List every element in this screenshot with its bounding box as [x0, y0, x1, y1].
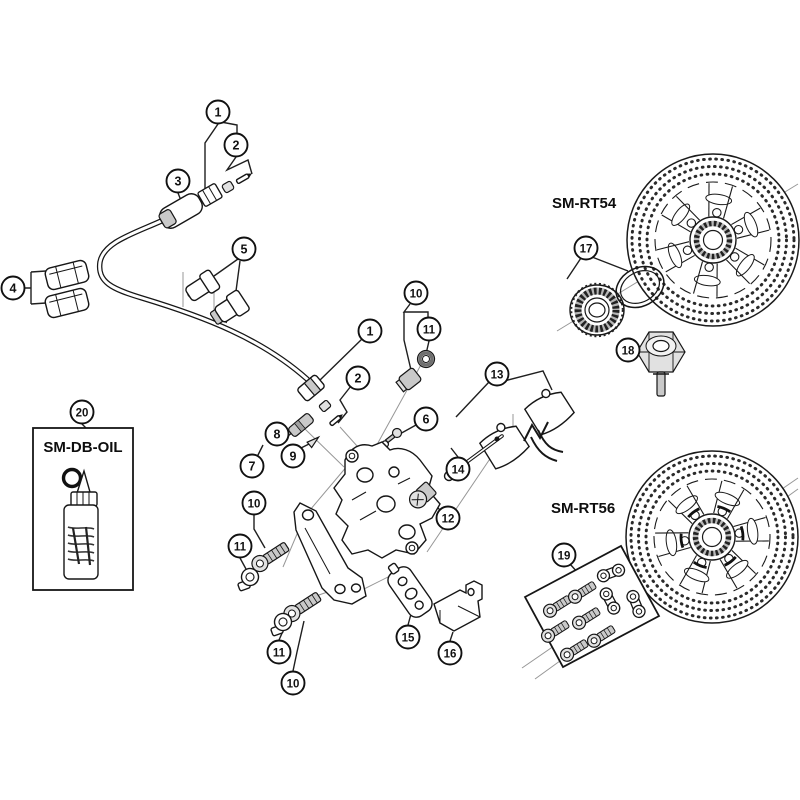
svg-text:1: 1 — [367, 324, 374, 338]
banjo-fittings — [185, 269, 250, 325]
callout-10: 10 — [241, 490, 267, 516]
rotor-bolt — [571, 607, 601, 630]
svg-text:3: 3 — [175, 174, 182, 188]
rotor-link-plate — [626, 589, 646, 619]
lock-ring — [569, 282, 625, 338]
callout-19: 19 — [551, 542, 577, 568]
rotor-bolt — [586, 625, 616, 648]
callout-1: 1 — [205, 99, 231, 125]
svg-text:1: 1 — [215, 105, 222, 119]
svg-text:10: 10 — [410, 288, 423, 300]
svg-text:11: 11 — [234, 541, 247, 553]
svg-text:17: 17 — [580, 243, 593, 255]
callout-12: 12 — [435, 505, 461, 531]
connecting-insert — [235, 173, 252, 185]
callout-8: 8 — [264, 421, 290, 447]
hose-clips — [44, 259, 90, 319]
rotor-bottom-label: SM-RT56 — [551, 500, 615, 517]
callout-10: 10 — [403, 280, 429, 306]
brake-hose — [96, 213, 310, 382]
leader-lines — [24, 121, 646, 672]
oil-bottle — [61, 467, 99, 580]
mount-block — [433, 580, 483, 632]
svg-text:15: 15 — [402, 632, 415, 644]
bleed-nipple — [306, 435, 321, 449]
caliper-connector — [297, 374, 325, 402]
svg-text:13: 13 — [491, 369, 504, 381]
rotor-bolt — [540, 620, 570, 643]
rotor-bolt-kit — [523, 544, 661, 669]
svg-text:11: 11 — [423, 324, 436, 336]
callout-6: 6 — [413, 406, 439, 432]
mount-adapter — [293, 502, 367, 605]
svg-text:14: 14 — [452, 464, 465, 476]
hook-washer-b — [270, 612, 293, 637]
callout-17: 17 — [573, 235, 599, 261]
oil-kit-box: SM-DB-OIL — [32, 427, 134, 591]
svg-text:19: 19 — [558, 550, 571, 562]
olive-2 — [318, 399, 332, 413]
svg-text:20: 20 — [76, 407, 89, 419]
svg-text:7: 7 — [249, 459, 256, 473]
caliper-body — [333, 441, 441, 559]
svg-text:10: 10 — [287, 678, 300, 690]
callout-14: 14 — [445, 456, 471, 482]
svg-text:2: 2 — [355, 371, 362, 385]
svg-text:2: 2 — [233, 138, 240, 152]
svg-text:4: 4 — [10, 281, 17, 295]
brake-pads — [478, 388, 575, 470]
callout-2: 2 — [345, 365, 371, 391]
lever-connector — [158, 193, 203, 229]
pad-spring — [523, 421, 564, 462]
rotor-top-label: SM-RT54 — [552, 195, 617, 212]
callout-7: 7 — [239, 453, 265, 479]
rotor-bolt-kit-parts — [540, 563, 646, 662]
hook-washer-a — [237, 567, 260, 592]
banjo-bolt — [395, 367, 422, 393]
callout-13: 13 — [484, 361, 510, 387]
svg-text:10: 10 — [248, 498, 261, 510]
svg-text:16: 16 — [444, 648, 457, 660]
svg-text:5: 5 — [241, 242, 248, 256]
insert-2 — [329, 414, 343, 427]
oil-kit-label: SM-DB-OIL — [43, 439, 122, 456]
callout-11: 11 — [227, 533, 253, 559]
callout-4: 4 — [0, 275, 26, 301]
svg-text:9: 9 — [290, 449, 297, 463]
callout-15: 15 — [395, 624, 421, 650]
callout-layer: 1234512101168971314171820101112151611101… — [0, 99, 641, 696]
svg-text:11: 11 — [273, 647, 286, 659]
rotor-sm-rt54 — [626, 153, 800, 327]
svg-text:6: 6 — [423, 412, 430, 426]
callout-16: 16 — [437, 640, 463, 666]
mount-bolt-a — [251, 542, 290, 573]
rotor-bolt — [559, 639, 589, 662]
callout-3: 3 — [165, 168, 191, 194]
piston-bolt — [408, 481, 437, 509]
rotor-sm-rt56 — [625, 450, 799, 624]
callout-10: 10 — [280, 670, 306, 696]
bleed-screw — [288, 413, 314, 437]
lockring-washer — [615, 265, 665, 309]
svg-text:18: 18 — [622, 345, 635, 357]
olive — [221, 180, 235, 194]
svg-text:12: 12 — [442, 513, 455, 525]
callout-11: 11 — [416, 316, 442, 342]
callout-20: 20 — [69, 399, 95, 425]
callout-11: 11 — [266, 639, 292, 665]
callout-2: 2 — [223, 132, 249, 158]
rotor-link-plate — [599, 587, 621, 615]
connecting-nut — [197, 183, 223, 207]
callout-9: 9 — [280, 443, 306, 469]
svg-text:8: 8 — [274, 427, 281, 441]
rotor-link-plate — [596, 563, 626, 583]
rotor-bolt — [567, 581, 597, 604]
callout-5: 5 — [231, 236, 257, 262]
mount-plate — [387, 562, 433, 618]
callout-1: 1 — [357, 318, 383, 344]
callout-18: 18 — [615, 337, 641, 363]
lockring-tool — [636, 331, 686, 397]
banjo-oring — [416, 349, 436, 369]
